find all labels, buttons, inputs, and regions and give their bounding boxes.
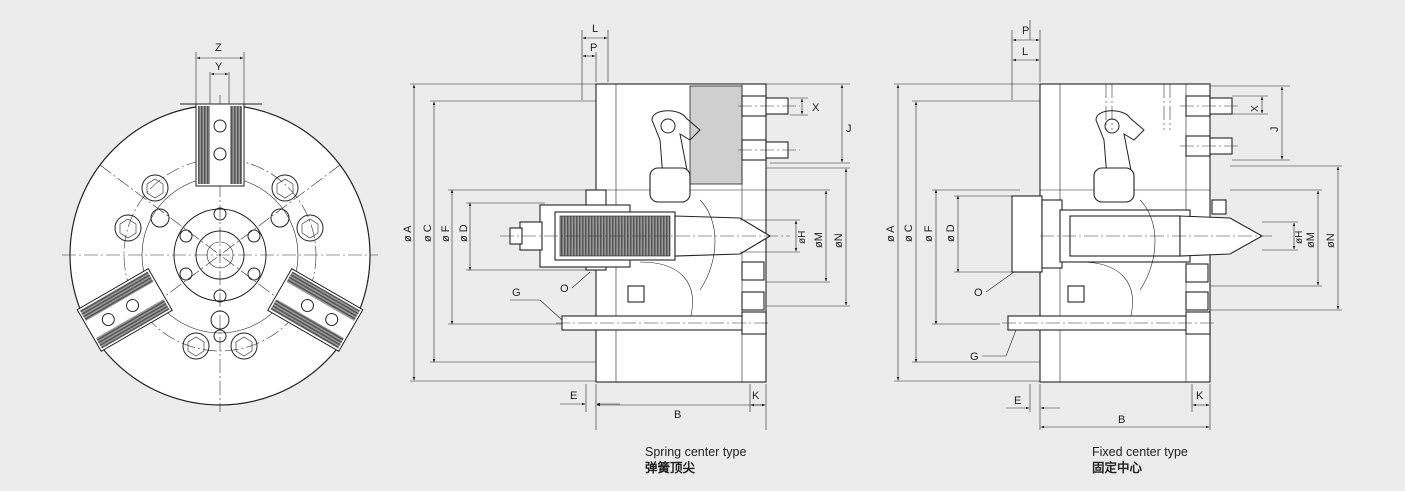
fixed-dim-label-l: L <box>1022 46 1028 58</box>
spring-dim-label-p: P <box>590 42 597 54</box>
jaw-top <box>195 103 245 187</box>
spring-dim-label-x: X <box>812 102 820 114</box>
spring-dim-label-h: øH <box>797 231 808 244</box>
fixed-dim-label-x: X <box>1250 105 1261 112</box>
dim-label-y: Y <box>215 61 223 73</box>
front-view: Z Y <box>62 42 378 412</box>
spring-dim-label-o: O <box>560 283 569 295</box>
spring-center-view: L P ø A ø C ø F ø D <box>402 23 852 475</box>
fixed-center-view: P L ø A ø C ø F ø D <box>885 20 1342 475</box>
fixed-dim-label-m: øM <box>1305 232 1317 248</box>
spring-dim-label-c: ø C <box>422 224 434 242</box>
spring-dim-label-n: øN <box>833 233 845 248</box>
fixed-dim-label-g: G <box>970 351 979 363</box>
spring-dim-label-a: ø A <box>402 225 414 242</box>
dim-label-z: Z <box>215 42 222 54</box>
fixed-dim-label-h: øH <box>1294 231 1305 244</box>
spring-dim-label-f: ø F <box>440 225 452 242</box>
spring-caption-zh: 弹簧顶尖 <box>645 460 696 475</box>
jaw-left <box>76 268 173 352</box>
fixed-caption-en: Fixed center type <box>1092 445 1188 459</box>
fixed-dim-label-j: J <box>1269 127 1281 133</box>
fixed-dim-label-d: ø D <box>945 224 957 242</box>
jaw-right <box>267 268 364 352</box>
spring-dim-label-m: øM <box>813 232 825 248</box>
spring-dim-label-k: K <box>752 390 760 402</box>
spring-dim-label-l: L <box>592 23 598 35</box>
hex-bolts <box>114 174 324 360</box>
fixed-dim-label-o: O <box>974 287 983 299</box>
fixed-dim-label-e: E <box>1014 395 1021 407</box>
fixed-dim-label-a: ø A <box>885 225 897 242</box>
spring-dim-label-j: J <box>846 123 852 135</box>
spring-caption-en: Spring center type <box>645 445 746 459</box>
fixed-dim-label-c: ø C <box>903 224 915 242</box>
spring-dim-label-e: E <box>570 390 577 402</box>
spring-dim-label-d: ø D <box>458 224 470 242</box>
fixed-dim-label-n: øN <box>1325 233 1337 248</box>
fixed-dim-label-b: B <box>1118 414 1125 426</box>
fixed-dim-label-p: P <box>1022 25 1029 37</box>
spring-dim-label-g: G <box>512 287 521 299</box>
fixed-dim-label-f: ø F <box>923 225 935 242</box>
fixed-caption-zh: 固定中心 <box>1092 460 1143 475</box>
fixed-dim-label-k: K <box>1196 390 1204 402</box>
spring-dim-label-b: B <box>674 409 681 421</box>
